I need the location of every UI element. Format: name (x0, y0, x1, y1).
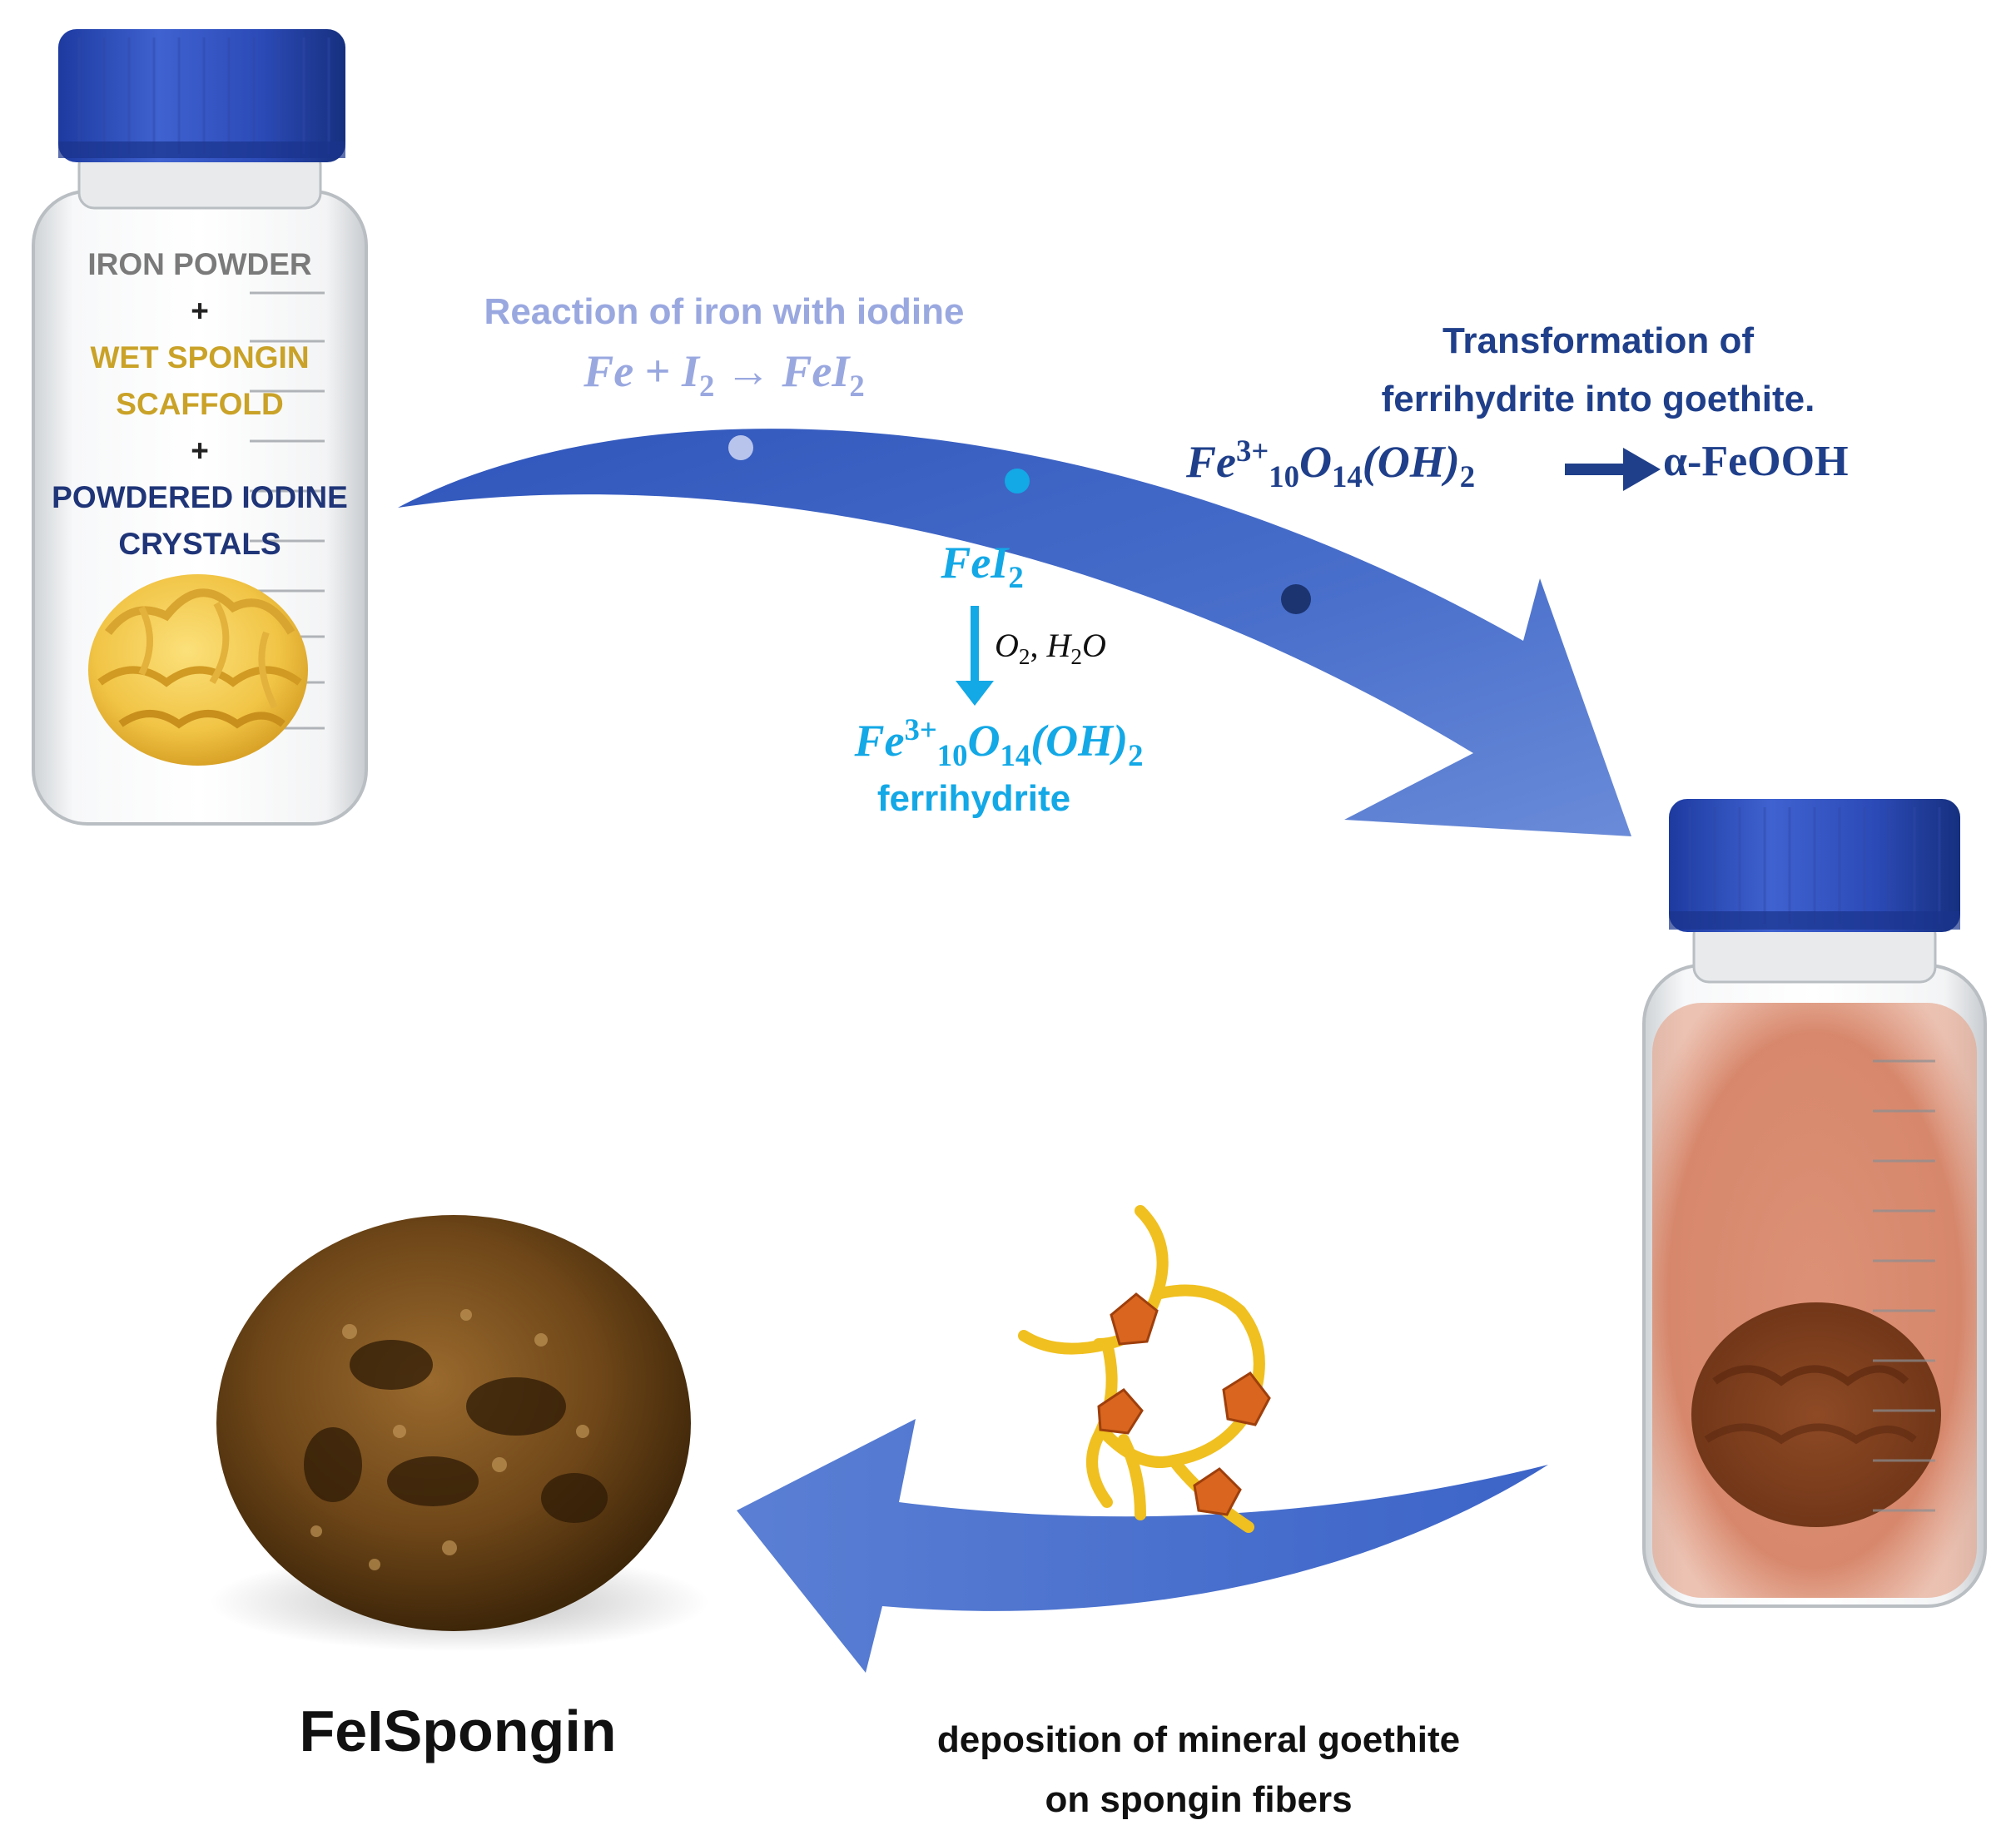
goethite-crystals (1097, 1292, 1271, 1516)
start-bottle-cap (58, 29, 345, 162)
bottom-return-arrow (737, 1419, 1548, 1673)
deposition-line1: deposition of mineral goethite (936, 1719, 1461, 1760)
start-bottle (32, 29, 368, 826)
eq-i-sub: 2 (699, 368, 715, 403)
deposition-caption: deposition of mineral goethite on spongi… (857, 1710, 1540, 1830)
reaction2-conditions: O2, H2O (995, 626, 1161, 670)
iron-powder-label: IRON POWDER (87, 247, 312, 281)
eq-fe: Fe (583, 346, 634, 396)
transformation-arrow (1565, 448, 1661, 491)
eq-fei-sub: 2 (849, 368, 865, 403)
cond-sep: , (1030, 627, 1047, 664)
cond-o2: O (1081, 627, 1106, 664)
reaction-bottle-cap (1669, 799, 1960, 932)
r3-sub2: 14 (1332, 459, 1363, 493)
prod-o: O (967, 716, 1001, 766)
prod-sub2: 14 (1000, 737, 1031, 772)
feispongin-product (210, 1215, 709, 1652)
prod-sub1: 10 (936, 737, 968, 772)
step-dot-iodine (728, 435, 753, 460)
cond-h: H (1046, 627, 1071, 664)
r3-oh: (OH) (1362, 437, 1460, 487)
r3-sub3: 2 (1459, 459, 1476, 493)
spongin-fiber-schematic (1018, 1205, 1265, 1533)
reaction3-title-line2: ferrihydrite into goethite. (1381, 379, 1815, 419)
start-bottle-label: IRON POWDER + WET SPONGIN SCAFFOLD + POW… (37, 241, 362, 568)
eq-i: I (682, 346, 700, 396)
deposition-line2: on spongin fibers (1045, 1779, 1353, 1820)
prod-sub3: 2 (1128, 737, 1144, 772)
r3-sup: 3+ (1236, 434, 1269, 468)
cond-h-sub: 2 (1070, 644, 1082, 669)
r3-o: O (1299, 437, 1333, 487)
wet-spongin-label: WET SPONGIN (90, 340, 310, 374)
fei-label: FeI (941, 538, 1009, 588)
fei-sub: 2 (1008, 559, 1024, 594)
goethite-formula: α-FeOOH (1663, 438, 1849, 485)
step-dot-goethite (1281, 584, 1311, 614)
prod-sup: 3+ (904, 712, 937, 746)
reaction3-title-line1: Transformation of (1442, 320, 1755, 361)
r3-sub1: 10 (1269, 459, 1300, 493)
wet-spongin-scaffold (88, 574, 308, 766)
top-process-arrow (398, 429, 1631, 836)
crystals-label: CRYSTALS (118, 527, 281, 561)
scaffold-label: SCAFFOLD (116, 387, 284, 421)
reaction-bottle (1642, 799, 1987, 1608)
plus-sign: + (191, 294, 209, 328)
reaction2-product: Fe3+10O14(OH)2 (749, 712, 1249, 773)
eq-fei: FeI (782, 346, 850, 396)
oxidation-arrow (956, 606, 994, 706)
ferrihydrite-label: ferrihydrite (876, 778, 1071, 819)
soaked-sponge (1691, 1302, 1941, 1527)
reaction3-title: Transformation of ferrihydrite into goet… (1307, 312, 1889, 429)
powdered-iodine-label: POWDERED IODINE (52, 480, 348, 514)
product-name: FeISpongin (299, 1699, 617, 1763)
eq-arrow: → (725, 346, 771, 396)
plus-sign: + (191, 434, 209, 468)
reaction1-equation: Fe + I2 → FeI2 (466, 345, 982, 404)
prod-oh: (OH) (1030, 716, 1129, 766)
reaction3-equation: Fe3+10O14(OH)2 (1186, 433, 1561, 494)
prod-fe: Fe (854, 716, 905, 766)
reaction1-title: Reaction of iron with iodine (484, 291, 965, 332)
reaction2-reactant: FeI2 (891, 537, 1074, 595)
step-dot-ferrihydrite (1005, 469, 1030, 493)
r3-fe: Fe (1186, 437, 1236, 487)
eq-plus: + (644, 346, 671, 396)
cond-o-sub: 2 (1018, 644, 1030, 669)
cond-o: O (995, 627, 1019, 664)
